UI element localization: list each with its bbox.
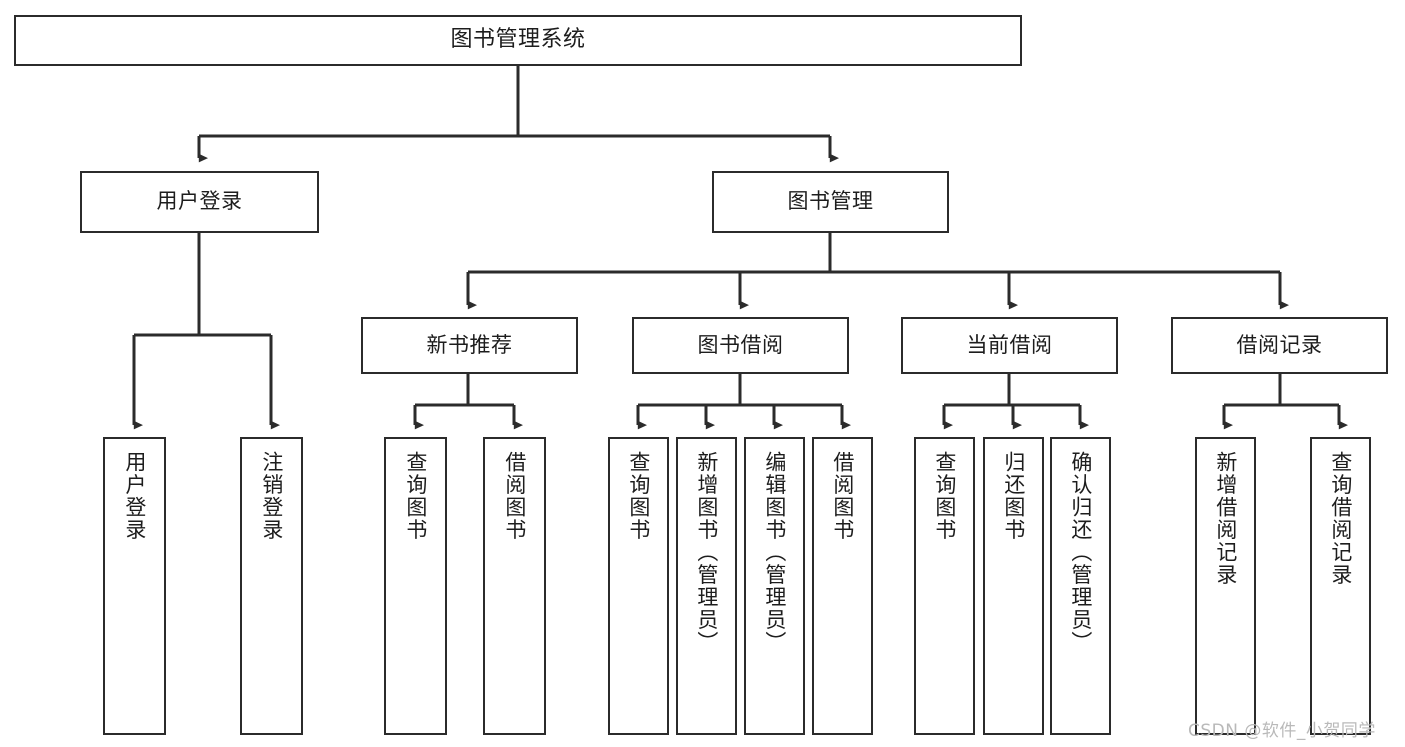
node-label: 新增借阅记录: [1213, 451, 1238, 586]
node-label: 确认归还（管理员）: [1068, 451, 1093, 654]
node-leaf-record-query[interactable]: 查询借阅记录: [1310, 437, 1371, 735]
node-label: 查询图书: [403, 451, 428, 541]
node-leaf-current-confirm-return[interactable]: 确认归还（管理员）: [1050, 437, 1111, 735]
node-label: 图书管理: [787, 189, 874, 214]
node-label: 查询图书: [626, 451, 651, 541]
node-leaf-newbook-borrow[interactable]: 借阅图书: [483, 437, 546, 735]
node-label: 用户登录: [156, 189, 243, 214]
node-label: 编辑图书（管理员）: [762, 451, 787, 654]
node-label: 当前借阅: [966, 332, 1053, 357]
node-label: 借阅记录: [1236, 332, 1323, 357]
node-leaf-borrow-edit-book[interactable]: 编辑图书（管理员）: [744, 437, 805, 735]
node-label: 图书管理系统: [450, 27, 586, 53]
node-label: 查询借阅记录: [1328, 451, 1353, 586]
node-label: 借阅图书: [502, 451, 527, 541]
node-leaf-current-return[interactable]: 归还图书: [983, 437, 1044, 735]
node-leaf-borrow-add-book[interactable]: 新增图书（管理员）: [676, 437, 737, 735]
node-user-login[interactable]: 用户登录: [80, 171, 319, 233]
node-leaf-newbook-query[interactable]: 查询图书: [384, 437, 447, 735]
node-label: 新书推荐: [426, 332, 513, 357]
node-label: 新增图书（管理员）: [694, 451, 719, 654]
node-label: 注销登录: [259, 451, 284, 541]
node-label: 图书借阅: [697, 332, 784, 357]
node-leaf-current-query[interactable]: 查询图书: [914, 437, 975, 735]
node-borrow-record[interactable]: 借阅记录: [1171, 317, 1388, 374]
node-label: 查询图书: [932, 451, 957, 541]
node-leaf-borrow-query[interactable]: 查询图书: [608, 437, 669, 735]
node-leaf-record-add[interactable]: 新增借阅记录: [1195, 437, 1256, 735]
node-leaf-borrow-book[interactable]: 借阅图书: [812, 437, 873, 735]
node-leaf-user-logout[interactable]: 注销登录: [240, 437, 303, 735]
node-root-system[interactable]: 图书管理系统: [14, 15, 1022, 66]
node-current-borrow[interactable]: 当前借阅: [901, 317, 1118, 374]
node-leaf-user-login[interactable]: 用户登录: [103, 437, 166, 735]
watermark-text: CSDN @软件_小贺同学: [1188, 721, 1376, 741]
node-book-borrow[interactable]: 图书借阅: [632, 317, 849, 374]
node-label: 借阅图书: [830, 451, 855, 541]
node-new-book-recommend[interactable]: 新书推荐: [361, 317, 578, 374]
node-label: 归还图书: [1001, 451, 1026, 541]
node-label: 用户登录: [122, 451, 147, 541]
node-book-management[interactable]: 图书管理: [712, 171, 949, 233]
